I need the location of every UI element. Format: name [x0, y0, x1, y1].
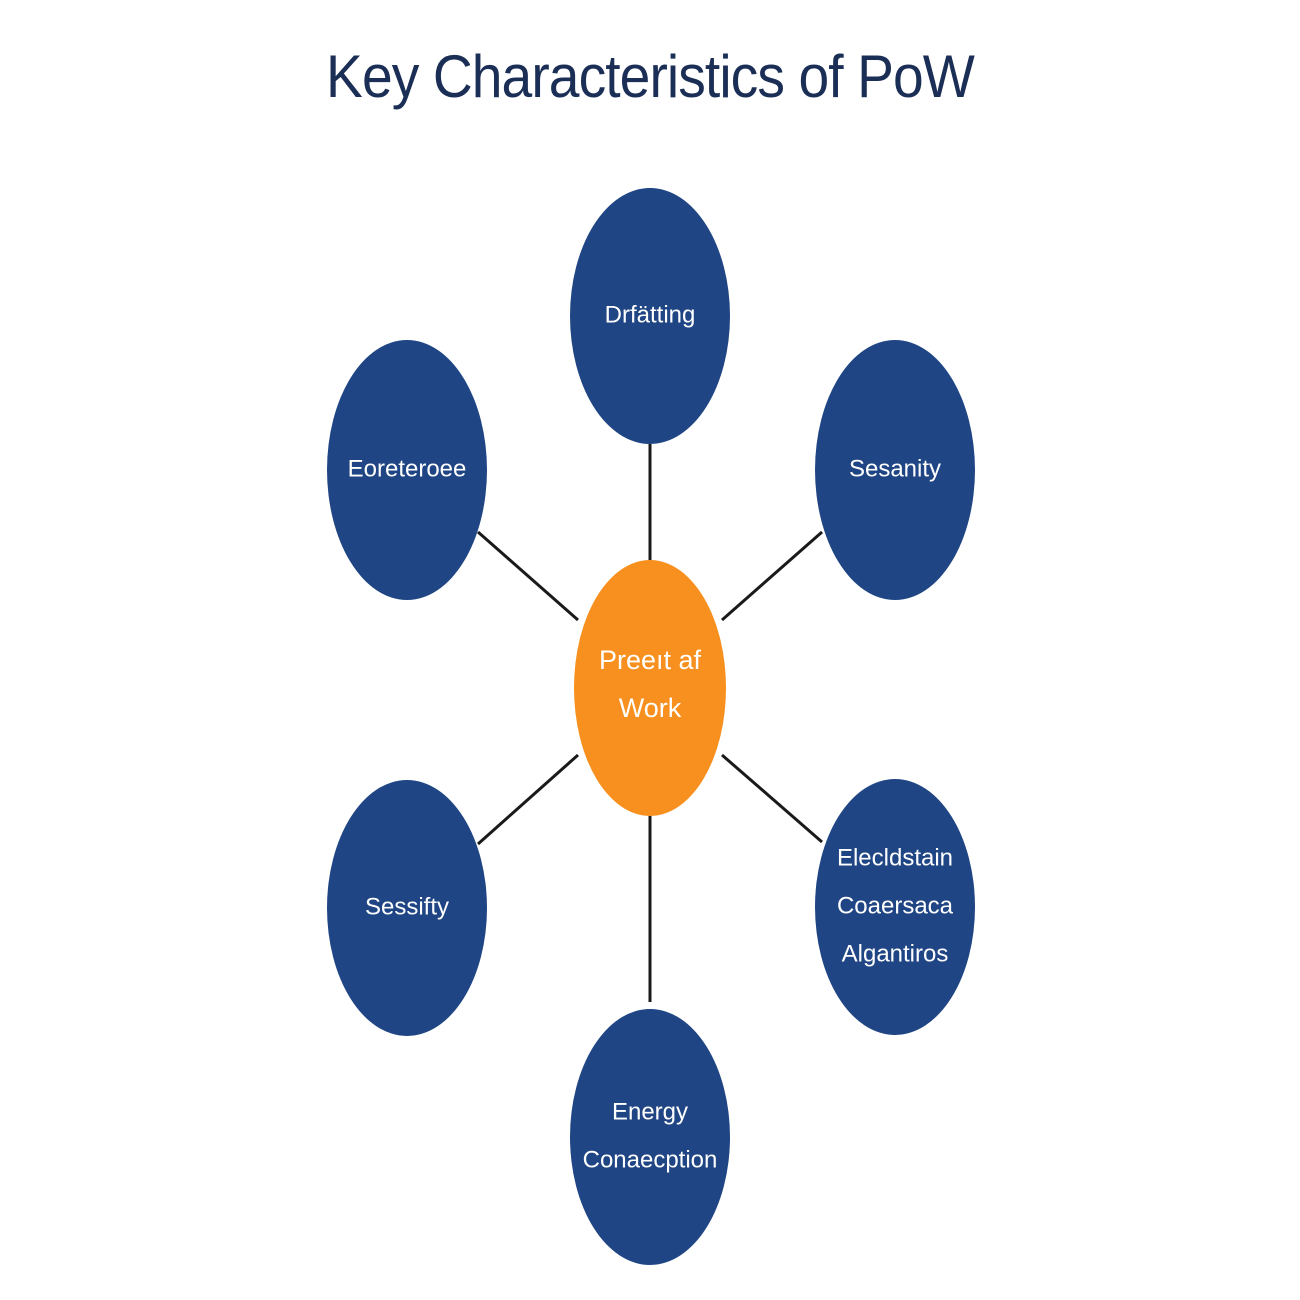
node-label-lower-left: Sessifty — [365, 893, 449, 920]
node-upper-right: Sesanity — [815, 340, 975, 600]
center-label: Work — [619, 693, 682, 723]
node-label-lower-right: Elecldstain — [837, 844, 953, 871]
node-circle-lower-left — [327, 780, 487, 1036]
center-label: Preeıt af — [599, 645, 702, 675]
connector-upper-left — [477, 530, 579, 622]
node-circle-upper-right — [815, 340, 975, 600]
node-label-lower-right: Algantiros — [842, 940, 949, 967]
node-circle-bottom — [570, 1009, 730, 1265]
node-label-lower-right: Coaersaca — [837, 892, 954, 919]
connector-lower-right — [721, 753, 823, 844]
node-circle-top — [570, 188, 730, 444]
node-label-bottom: Energy — [612, 1098, 688, 1125]
center-hub: Preeıt af Work — [574, 560, 726, 816]
node-top: Drfätting — [570, 188, 730, 444]
node-label-top: Drfätting — [605, 301, 696, 328]
connectors — [477, 444, 823, 1002]
node-label-upper-right: Sesanity — [849, 455, 941, 482]
node-label-bottom: Conaecption — [583, 1146, 718, 1173]
diagram-title: Key Characteristics of PoW — [326, 43, 975, 110]
node-circle-lower-right — [815, 779, 975, 1035]
connector-upper-right — [721, 530, 823, 622]
center-circle — [574, 560, 726, 816]
node-circle-upper-left — [327, 340, 487, 600]
node-lower-left: Sessifty — [327, 780, 487, 1036]
nodes: DrfättingSesanityElecldstainCoaersacaAlg… — [327, 188, 975, 1265]
connector-lower-left — [477, 753, 579, 846]
node-upper-left: Eoreteroee — [327, 340, 487, 600]
node-label-upper-left: Eoreteroee — [348, 455, 467, 482]
